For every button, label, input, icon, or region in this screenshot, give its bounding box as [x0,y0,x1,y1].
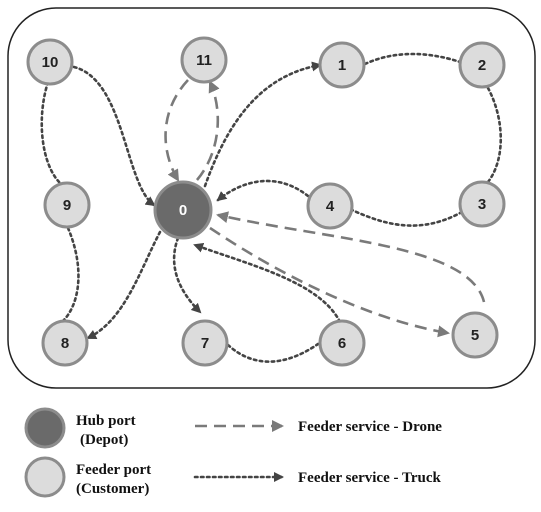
legend: Hub port (Depot) Feeder port (Customer) … [24,407,442,498]
node-label-9: 9 [63,197,71,214]
truck-route-7-to-6 [226,342,320,363]
node-label-3: 3 [478,196,486,213]
feeder-node-6: 6 [318,319,366,367]
feeder-node-1: 1 [318,41,366,89]
feeder-node-8: 8 [41,319,89,367]
feeder-node-7: 7 [181,319,229,367]
truck-route-3-to-4 [350,208,464,227]
node-label-10: 10 [42,54,59,71]
node-label-4: 4 [326,198,335,215]
truck-route-10-to-9 [40,80,62,185]
truck-route-0-to-7 [172,236,202,314]
hub-node-label: 0 [179,202,187,219]
drone-route-0-to-5 [209,226,450,338]
feeder-node-2: 2 [458,41,506,89]
node-label-2: 2 [478,57,486,74]
truck-route-10-to-0 [72,65,156,207]
legend-feeder-sublabel: (Customer) [76,481,149,497]
node-label-7: 7 [201,335,209,352]
feeder-node-10: 10 [26,38,74,86]
truck-route-6-to-0 [193,243,342,324]
truck-route-0-to-1 [203,61,322,188]
legend-feeder-symbol [24,456,66,498]
drone-route-0-to-11 [196,80,220,181]
node-label-11: 11 [196,52,212,69]
drone-route-5-to-0 [216,211,486,303]
hub-node-0: 0 [153,180,213,240]
truck-route-1-to-2 [363,52,462,66]
feeder-node-3: 3 [458,180,506,228]
feeder-node-11: 11 [180,36,228,84]
feeder-node-4: 4 [306,182,354,230]
legend-truck-label: Feeder service - Truck [298,470,442,486]
legend-hub-symbol [24,407,66,449]
truck-route-0-to-8 [86,230,162,340]
legend-hub-label: Hub port [76,413,136,429]
service-area-boundary [7,7,536,389]
node-label-8: 8 [61,335,69,352]
feeder-node-9: 9 [43,181,91,229]
truck-route-4-to-0 [216,179,310,202]
drone-route-11-to-0 [164,79,189,182]
legend-drone-label: Feeder service - Drone [298,419,442,435]
feeder-node-5: 5 [451,311,499,359]
node-label-5: 5 [471,327,479,344]
truck-route-2-to-3 [486,86,502,184]
node-label-6: 6 [338,335,346,352]
legend-hub-sublabel: (Depot) [80,432,128,448]
truck-route-9-to-8 [60,226,80,324]
legend-feeder-label: Feeder port [76,462,151,478]
node-label-1: 1 [338,57,346,74]
